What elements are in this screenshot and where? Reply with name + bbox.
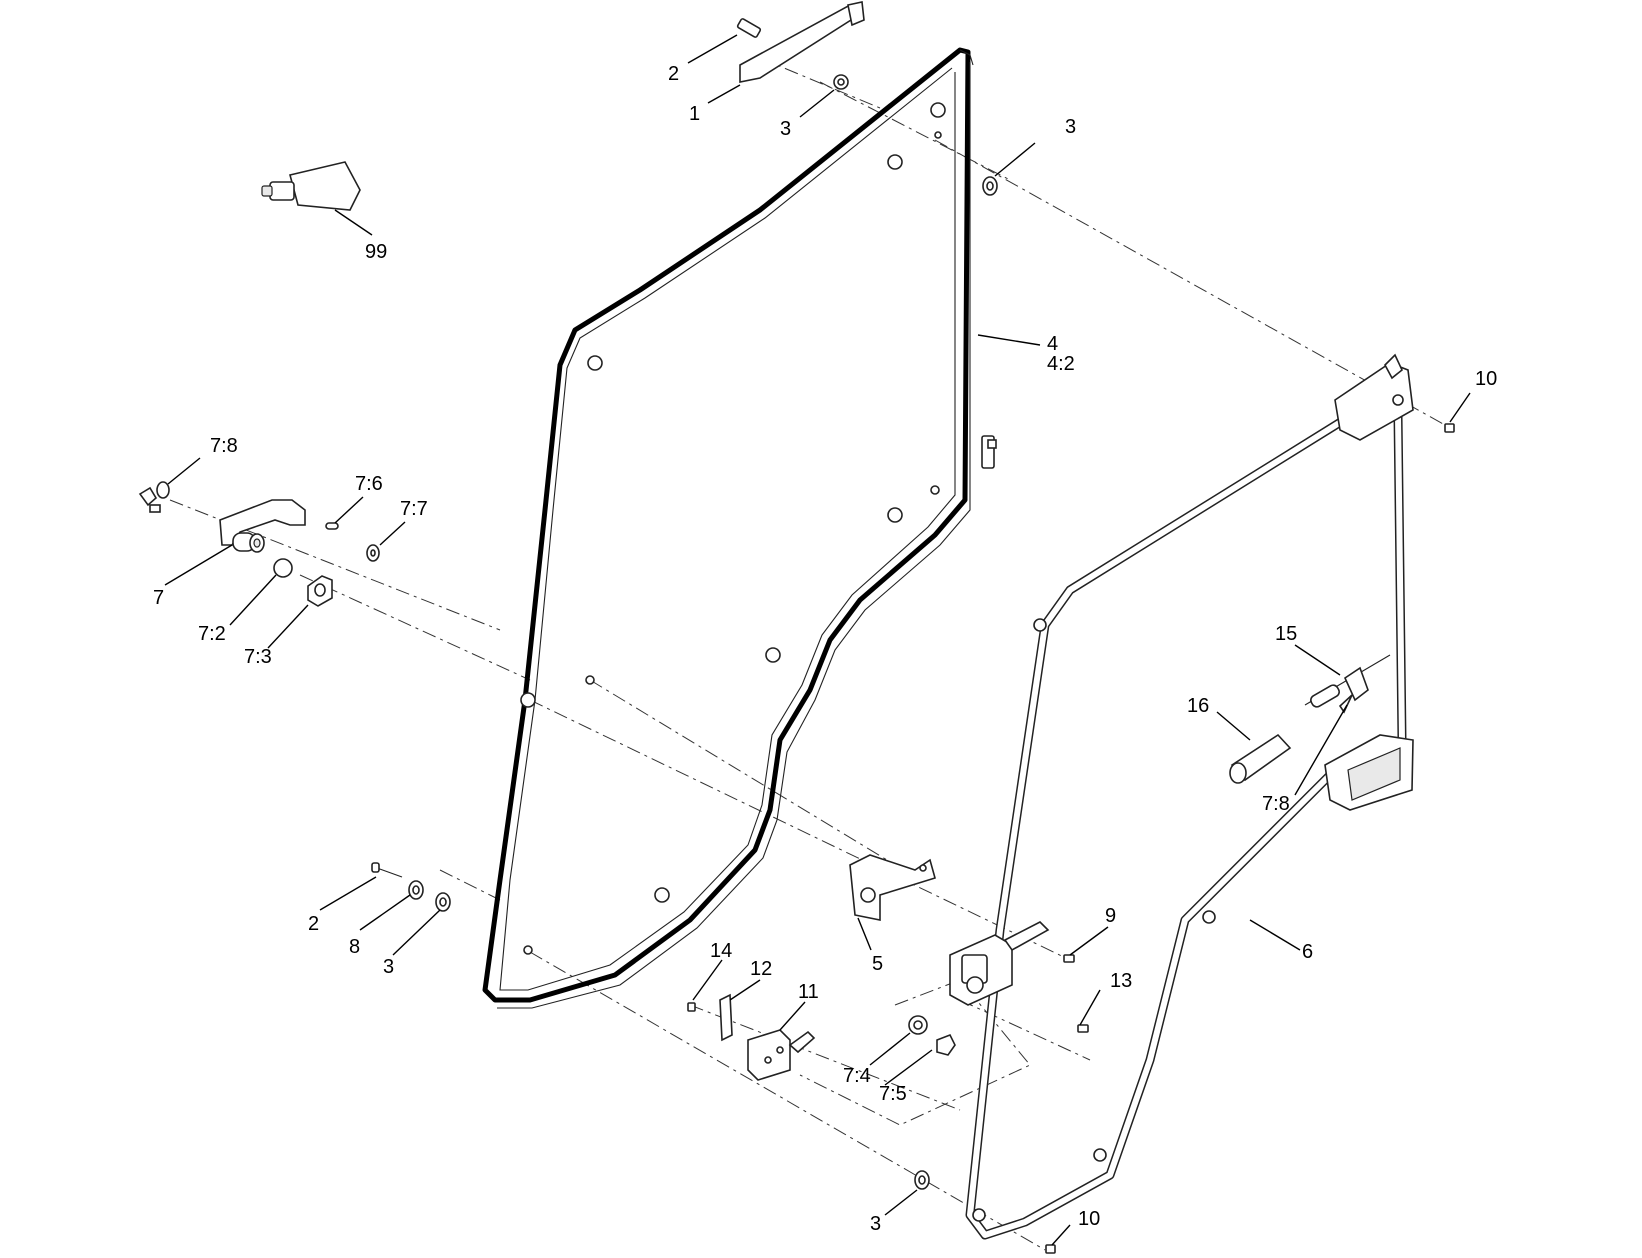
callout-7: 7: [153, 587, 164, 609]
callout-7-5: 7:5: [879, 1083, 907, 1105]
callout-15: 15: [1275, 623, 1297, 645]
door-frame-tube: [965, 353, 1414, 1240]
callout-3-hinge: 3: [780, 118, 791, 140]
grease-tube-icon: [261, 161, 361, 211]
leader-lines: [164, 34, 1471, 1246]
fastener-icons: [687, 423, 1455, 1254]
callout-2-top: 2: [668, 63, 679, 85]
callout-4-2: 4:2: [1047, 353, 1075, 375]
callout-7-4: 7:4: [843, 1065, 871, 1087]
assembly-lines: [169, 57, 1446, 1251]
callout-7-3: 7:3: [244, 646, 272, 668]
callout-14: 14: [710, 940, 732, 962]
callout-1: 1: [689, 103, 700, 125]
door-glass-panel: [482, 47, 997, 1009]
callout-16: 16: [1187, 695, 1209, 717]
callout-10-top: 10: [1475, 368, 1497, 390]
callout-8: 8: [349, 936, 360, 958]
callout-6: 6: [1302, 941, 1313, 963]
callout-99: 99: [365, 241, 387, 263]
door-handle-icon: [138, 481, 380, 607]
callout-4: 4: [1047, 333, 1058, 355]
callout-5: 5: [872, 953, 883, 975]
washer-icons: [408, 176, 998, 1190]
callout-7-2: 7:2: [198, 623, 226, 645]
callout-2-bottom: 2: [308, 913, 319, 935]
rotary-latch-icon: [719, 993, 816, 1081]
prop-rod-grip-icon: [1229, 654, 1391, 784]
callout-7-8-right: 7:8: [1262, 793, 1290, 815]
callout-7-7: 7:7: [400, 498, 428, 520]
callout-12: 12: [750, 958, 772, 980]
callout-3-bottom-left: 3: [383, 956, 394, 978]
latch-bracket-icon: [949, 921, 1050, 1006]
callout-13: 13: [1110, 970, 1132, 992]
callout-11: 11: [798, 981, 819, 1003]
callout-labels: 2 1 3 3 99 4 4:2 10 7:8 7:6 7:7 7 7:2 7:…: [153, 63, 1497, 1235]
callout-3-right: 3: [1065, 116, 1076, 138]
callout-3-bottom: 3: [870, 1213, 881, 1235]
callout-7-6: 7:6: [355, 473, 383, 495]
lower-pin-icon: [371, 862, 403, 878]
striker-plate-icon: [849, 854, 936, 921]
callout-10-bottom: 10: [1078, 1208, 1100, 1230]
upper-hinge-icon: [736, 1, 865, 90]
callout-9: 9: [1105, 905, 1116, 927]
callout-7-8-left: 7:8: [210, 435, 238, 457]
